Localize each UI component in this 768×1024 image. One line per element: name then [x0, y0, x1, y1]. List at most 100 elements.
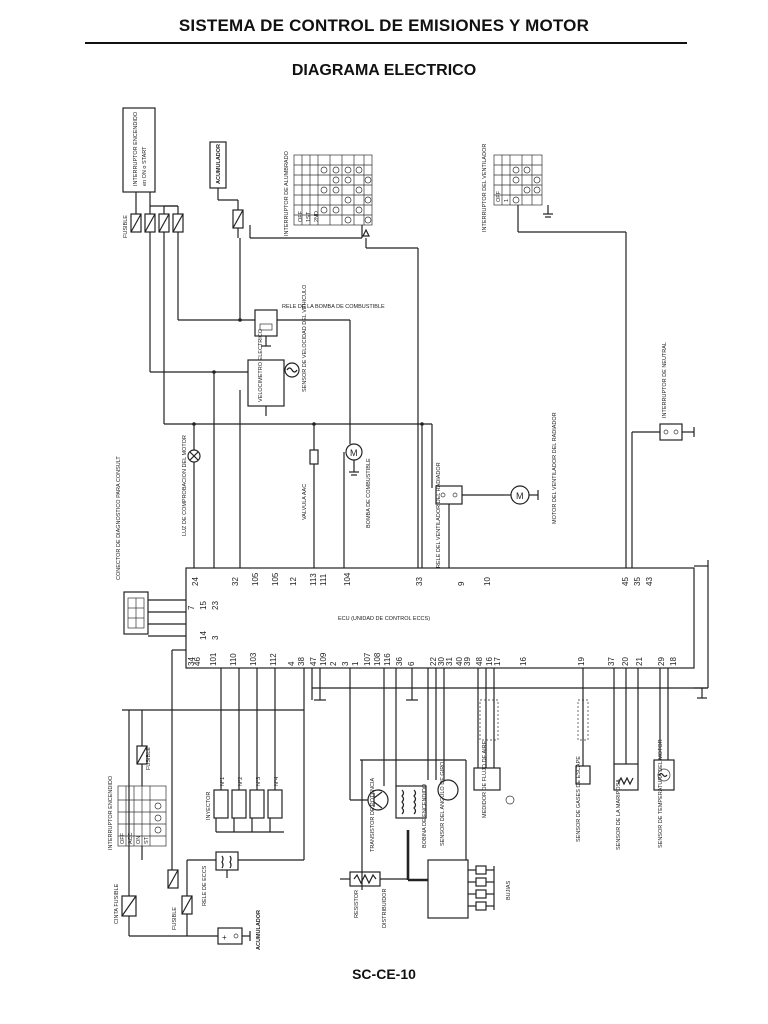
ecu-bottom-pin: 36 — [395, 657, 404, 666]
crank-sensor: SENSOR DEL ANGULO DE GIRO — [427, 668, 459, 846]
ecu-top-pin: 105 — [271, 572, 280, 586]
ecu-top-pin: 45 — [621, 577, 630, 586]
neutral-switch-box — [659, 423, 683, 441]
injector-label: INYECTOR — [206, 792, 212, 820]
ecu-bottom-pin: 107 — [363, 652, 372, 666]
aac-valve: VALVULA AAC — [302, 424, 319, 568]
exhaust-sensor-label: SENSOR DE GASES DE ESCAPE — [576, 756, 582, 842]
air-flow-meter-label: MEDIDOR DE FLUJO DE AIRE — [482, 740, 488, 818]
spark-plugs-label: BUJIAS — [506, 880, 512, 900]
speedometer-box — [247, 359, 285, 407]
battery-bottom-label: ACUMULADOR — [256, 910, 262, 950]
power-transistor: TRANSISTOR DE POTENCIA — [349, 668, 389, 890]
power-transistor-label: TRANSISTOR DE POTENCIA — [370, 778, 376, 852]
ecu-top-pin: 10 — [483, 577, 492, 586]
ecu-bottom-pin: 34 — [187, 657, 196, 666]
fuel-pump-motor-glyph: M — [350, 448, 358, 458]
ecu-top-pin: 24 — [191, 577, 200, 586]
battery-bottom: + ACUMULADOR — [217, 910, 262, 950]
throttle-sensor-label: SENSOR DE LA MARIPOSA — [616, 779, 622, 850]
fan-switch: INTERRUPTOR DEL VENTILADOR OFF 1 — [482, 144, 543, 232]
exhaust-sensor: SENSOR DE GASES DE ESCAPE — [575, 668, 591, 842]
injector-3-label: N°3 — [256, 777, 262, 786]
lighting-switch: INTERRUPTOR DE ALUMBRADO OFF 1ST 2ND — [284, 150, 373, 236]
fan-motor-label: MOTOR DEL VENTILADOR DEL RADIADOR — [552, 412, 558, 524]
distributor-box — [427, 859, 469, 919]
fuel-pump-relay-label: RELE DE LA BOMBA DE COMBUSTIBLE — [282, 304, 385, 310]
neutral-switch-label: INTERRUPTOR DE NEUTRAL — [662, 342, 668, 418]
page-header-title: SISTEMA DE CONTROL DE EMISIONES Y MOTOR — [178, 16, 590, 35]
fuel-pump-label: BOMBA DE COMBUSTIBLE — [366, 458, 372, 528]
diag-connector: CONECTOR DE DIAGNOSTICO PARA CONSULT — [116, 456, 186, 637]
throttle-sensor-box — [613, 763, 639, 791]
battery-top: ACUMULADOR — [209, 141, 244, 238]
ecu-left-pin: 14 — [199, 631, 208, 640]
ecu-bottom-pin: 38 — [297, 657, 306, 666]
ecu-top-pin: 12 — [289, 577, 298, 586]
injector-2 — [231, 789, 247, 819]
ecu-bottom-pin: 116 — [383, 653, 392, 666]
ecu-top-pin: 9 — [457, 581, 466, 586]
fan-row-1: 1 — [504, 199, 510, 202]
diag-connector-label: CONECTOR DE DIAGNOSTICO PARA CONSULT — [116, 456, 122, 580]
fuse-bottom: FUSIBLE — [167, 860, 193, 936]
fan-relay-label: RELE DEL VENTILADOR DEL RADIADOR — [436, 462, 442, 568]
ecu-bottom-pin: 1 — [351, 661, 360, 666]
lighting-row-1st: 1ST — [306, 211, 312, 222]
air-flow-meter: MEDIDOR DE FLUJO DE AIRE — [473, 668, 515, 818]
header-rule — [85, 42, 687, 44]
fuse-bottom-label: FUSIBLE — [172, 907, 178, 930]
ecu-bottom-pin: 29 — [657, 657, 666, 666]
ecu-left-pin: 15 — [199, 601, 208, 610]
ecu-top-pin: 104 — [343, 572, 352, 586]
battery-top-label: ACUMULADOR — [216, 144, 222, 184]
fan-motor-glyph: M — [516, 491, 524, 501]
eccs-relay-label: RELE DE ECCS — [202, 865, 208, 906]
ecu-bottom-pin: 30 — [437, 657, 446, 666]
ign-row-on: ON — [136, 836, 142, 844]
air-flow-meter-box — [473, 767, 501, 791]
ecu-bottom-pin: 18 — [669, 657, 678, 666]
ecu-bottom-pin: 4 — [287, 661, 296, 666]
ecu-bottom-pin: 108 — [373, 652, 382, 666]
ecu-left-pin: 3 — [211, 635, 220, 640]
ignition-coil: BOBINA DE ENCENDIDO — [383, 668, 428, 848]
ecu-bottom-pin: 109 — [319, 652, 328, 666]
ignition-switch-bottom: OFF ACC ON ST INTERRUPTOR ENCENDIDO — [108, 760, 167, 860]
fan-relay: RELE DEL VENTILADOR DEL RADIADOR — [435, 462, 504, 568]
fan-motor: M MOTOR DEL VENTILADOR DEL RADIADOR — [504, 412, 558, 524]
fuel-pump-relay: RELE DE LA BOMBA DE COMBUSTIBLE — [177, 232, 385, 440]
fusible-link-label: CINTA FUSIBLE — [114, 883, 120, 924]
injector-2-label: N°2 — [238, 777, 244, 786]
ecu-bottom-pin: 40 — [455, 657, 464, 666]
ecu-left-pin: 7 — [187, 605, 196, 610]
lighting-switch-label: INTERRUPTOR DE ALUMBRADO — [284, 150, 290, 236]
fuse-top-label: FUSIBLE — [123, 215, 129, 238]
ecu-bottom-pin: 16 — [519, 657, 528, 666]
ignition-switch-top-box — [122, 107, 156, 193]
ignition-coil-box — [395, 785, 427, 819]
ecu-box — [185, 567, 695, 669]
ignition-switch-top-label: INTERRUPTOR ENCENDIDO — [133, 111, 139, 186]
ecu-bottom-pin: 17 — [493, 657, 502, 666]
ign-row-off: OFF — [120, 832, 126, 844]
neutral-switch: INTERRUPTOR DE NEUTRAL — [631, 342, 695, 568]
check-lamp: LUZ DE COMPROBACION DEL MOTOR — [182, 424, 201, 568]
ign-row-st: ST — [144, 836, 150, 844]
injector-1-label: N°1 — [220, 777, 226, 786]
ignition-switch-bottom-label: INTERRUPTOR ENCENDIDO — [108, 775, 114, 850]
resistor-label: RESISTOR — [354, 890, 360, 918]
ecu-bottom-pin: 6 — [407, 661, 416, 666]
speed-sensor-label: SENSOR DE VELOCIDAD DEL VEHICULO — [302, 284, 308, 392]
ecu-bottom-pin: 101 — [209, 652, 218, 666]
eccs-relay-box — [215, 851, 239, 871]
spark-plugs: BUJIAS — [475, 865, 512, 911]
ecu-bottom-pin: 19 — [577, 657, 586, 666]
fusible-link: CINTA FUSIBLE — [114, 710, 218, 937]
ecu-bottom-pin: 31 — [445, 657, 454, 666]
ecu-bottom-pin: 39 — [463, 657, 472, 666]
injector-4 — [267, 789, 283, 819]
